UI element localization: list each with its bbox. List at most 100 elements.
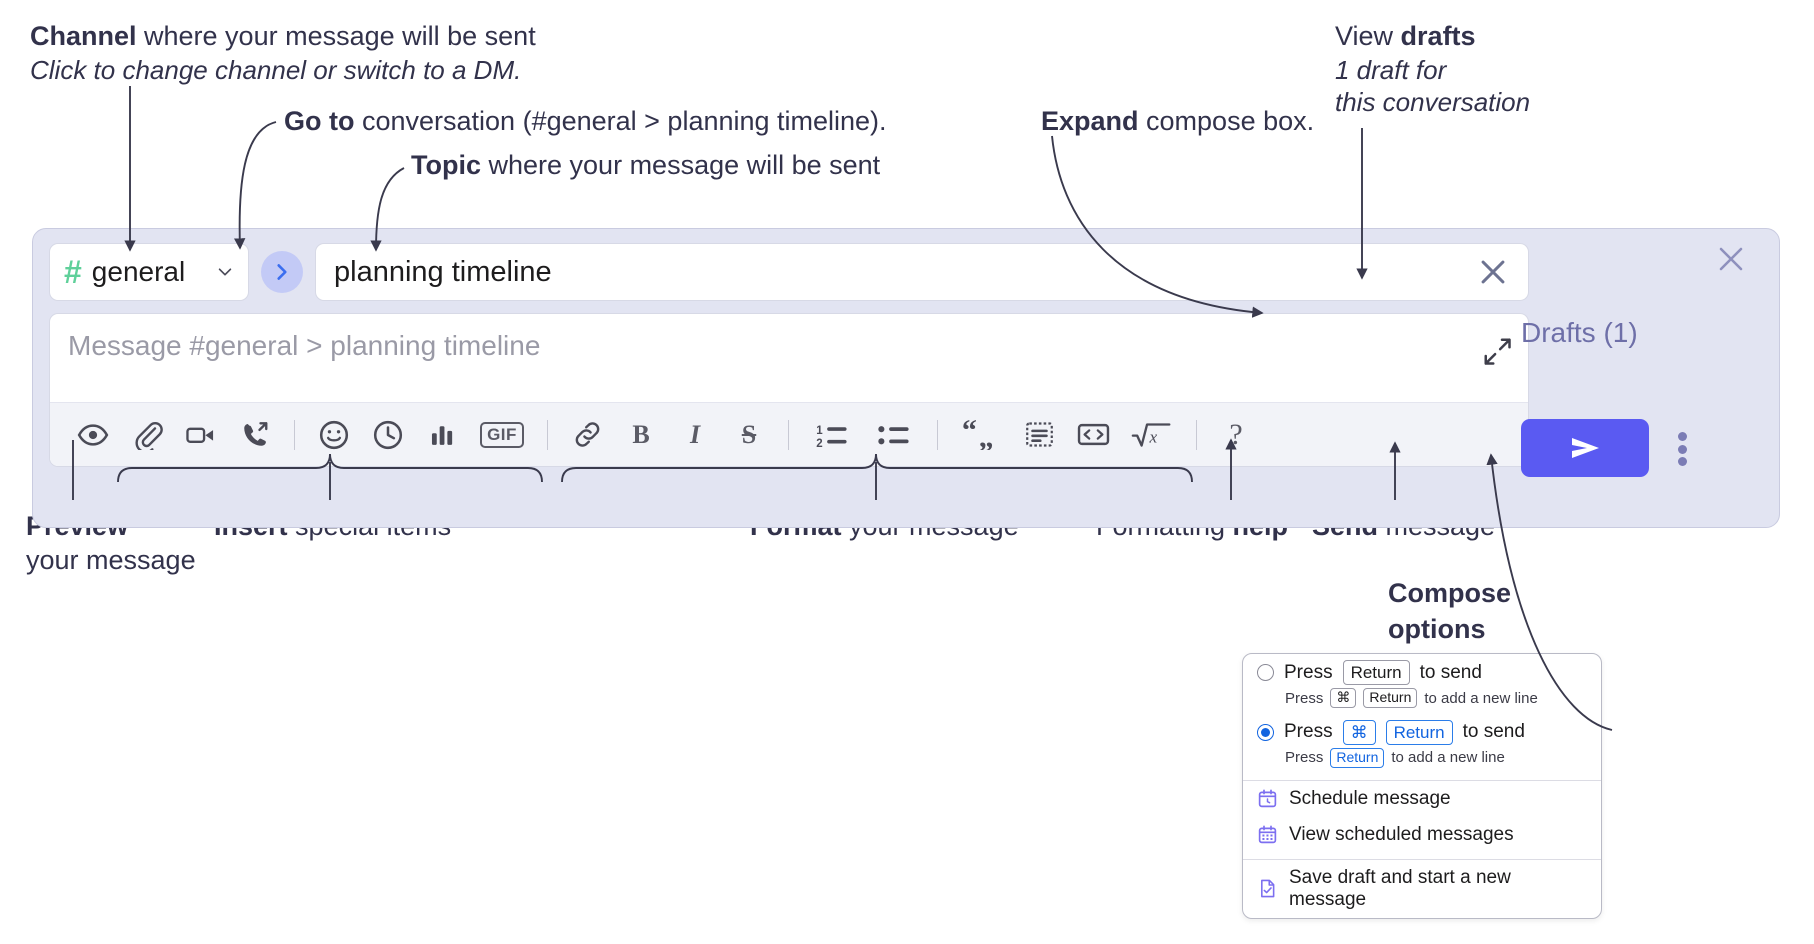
annotation-preview-sub: your message	[26, 544, 196, 575]
annotation-goto-bold: Go to	[284, 106, 355, 136]
formatting-toolbar: GIF B I	[50, 402, 1528, 466]
message-input[interactable]: Message #general > planning timeline	[50, 314, 1528, 402]
radio-option-return-to-send[interactable]: Press Return to send	[1243, 654, 1601, 687]
drafts-link[interactable]: Drafts (1)	[1521, 317, 1638, 348]
send-button[interactable]	[1521, 419, 1649, 477]
chevron-right-icon	[277, 264, 287, 280]
compose-right-pane: Drafts (1)	[1521, 243, 1751, 515]
code-block-button[interactable]	[1012, 411, 1066, 459]
annotation-expand-rest: compose box.	[1138, 106, 1315, 136]
menu-item-save-draft[interactable]: Save draft and start a new message	[1243, 860, 1601, 918]
menu-divider	[1243, 779, 1601, 781]
angle-brackets-icon	[1077, 423, 1109, 446]
svg-text:1: 1	[816, 424, 823, 436]
more-vertical-icon	[1677, 432, 1687, 441]
radio-press-label: Press	[1284, 661, 1333, 683]
bold-button[interactable]: B	[614, 411, 668, 459]
sub-press-label: Press	[1285, 749, 1324, 767]
link-icon	[575, 422, 599, 447]
compose-options-menu-button[interactable]	[1669, 429, 1695, 469]
close-icon[interactable]	[1715, 243, 1747, 275]
emoji-button[interactable]	[307, 411, 361, 459]
svg-text:2: 2	[816, 438, 822, 450]
expand-diagonal-icon[interactable]	[1482, 336, 1512, 366]
message-box: Message #general > planning timeline	[49, 313, 1529, 467]
toolbar-divider-3	[788, 419, 789, 450]
menu-item-view-scheduled-messages[interactable]: View scheduled messages	[1243, 817, 1601, 853]
annotation-drafts-sub2: this conversation	[1335, 87, 1531, 118]
sub-press-label: Press	[1285, 689, 1324, 707]
topic-field[interactable]: planning timeline	[315, 243, 1529, 301]
schedule-time-button[interactable]	[361, 411, 415, 459]
bold-icon: B	[632, 419, 650, 449]
radio-sub-cmd-return-to-send: Press Return to add a new line	[1243, 747, 1601, 774]
math-expression-button[interactable]: x	[1120, 411, 1184, 459]
strikethrough-button[interactable]: S	[722, 411, 776, 459]
key-return: Return	[1342, 660, 1410, 686]
channel-selector[interactable]: # general	[49, 243, 249, 301]
compose-options-popup: Press Return to send Press ⌘ Return to a…	[1242, 653, 1602, 919]
annotation-topic-bold: Topic	[411, 150, 481, 180]
clock-icon	[373, 420, 403, 449]
paperclip-icon	[134, 422, 163, 450]
compose-header-row: # general planning timeline	[49, 243, 1529, 301]
square-root-icon: x	[1131, 422, 1171, 447]
video-camera-icon	[186, 427, 214, 443]
annotation-channel-sub: Click to change channel or switch to a D…	[30, 54, 522, 85]
radio-press-label: Press	[1284, 721, 1333, 743]
annotation-topic-rest: where your message will be sent	[481, 150, 881, 180]
start-huddle-button[interactable]	[228, 411, 282, 459]
radio-sub-return-to-send: Press ⌘ Return to add a new line	[1243, 687, 1601, 714]
phone-forward-icon	[244, 421, 268, 446]
toolbar-divider-2	[547, 419, 548, 450]
radio-option-cmd-return-to-send[interactable]: Press ⌘ Return to send	[1243, 714, 1601, 747]
annotation-goto-rest: conversation (#general > planning timeli…	[354, 106, 887, 136]
annotation-topic: Topic where your message will be sent	[411, 149, 880, 183]
annotation-drafts: View drafts 1 draft for this conversatio…	[1335, 20, 1530, 119]
gif-icon: GIF	[480, 421, 524, 448]
bulleted-list-button[interactable]	[863, 411, 925, 459]
create-poll-button[interactable]	[415, 411, 469, 459]
key-return: Return	[1363, 688, 1418, 708]
annotation-expand: Expand compose box.	[1041, 105, 1314, 139]
annotation-channel-rest: where your message will be sent	[136, 21, 536, 51]
attach-file-button[interactable]	[120, 411, 174, 459]
italic-button[interactable]: I	[668, 411, 722, 459]
insert-link-button[interactable]	[560, 411, 614, 459]
menu-item-schedule-message[interactable]: Schedule message	[1243, 781, 1601, 817]
menu-divider	[1243, 858, 1601, 860]
annotation-channel: Channel where your message will be sent …	[30, 20, 536, 86]
smiley-icon	[319, 420, 349, 449]
annotation-drafts-lead: View	[1335, 21, 1401, 51]
key-command: ⌘	[1330, 688, 1357, 708]
radio-icon-selected[interactable]	[1257, 723, 1274, 741]
inline-code-button[interactable]	[1066, 411, 1120, 459]
annotation-expand-bold: Expand	[1041, 106, 1139, 136]
bulleted-list-icon	[878, 425, 909, 444]
formatting-help-button[interactable]: ?	[1209, 411, 1263, 459]
record-video-clip-button[interactable]	[174, 411, 228, 459]
preview-message-button[interactable]	[66, 411, 120, 459]
toolbar-divider-1	[294, 419, 295, 450]
sub-action-label: to add a new line	[1424, 689, 1538, 707]
blockquote-button[interactable]: “ „	[950, 411, 1012, 459]
annotation-compose-options-bold1: Compose	[1388, 578, 1512, 608]
svg-text:x: x	[1149, 427, 1158, 446]
menu-item-label: Save draft and start a new message	[1289, 866, 1511, 910]
paper-plane-icon	[1572, 438, 1599, 458]
compose-inner: # general planning timeline	[49, 243, 1529, 467]
insert-gif-button[interactable]: GIF	[469, 411, 535, 459]
svg-text:“: “	[963, 420, 977, 447]
toolbar-divider-4	[937, 419, 938, 450]
topic-value: planning timeline	[334, 255, 552, 288]
toolbar-divider-5	[1196, 419, 1197, 450]
radio-action-label: to send	[1419, 661, 1482, 683]
ordered-list-button[interactable]: 1 2	[801, 411, 863, 459]
italic-icon: I	[689, 419, 701, 449]
close-icon[interactable]	[1476, 255, 1510, 289]
radio-icon[interactable]	[1257, 664, 1274, 682]
hash-icon: #	[64, 254, 82, 290]
annotation-compose-options-bold2: options	[1388, 613, 1486, 644]
goto-conversation-button[interactable]	[261, 251, 303, 293]
